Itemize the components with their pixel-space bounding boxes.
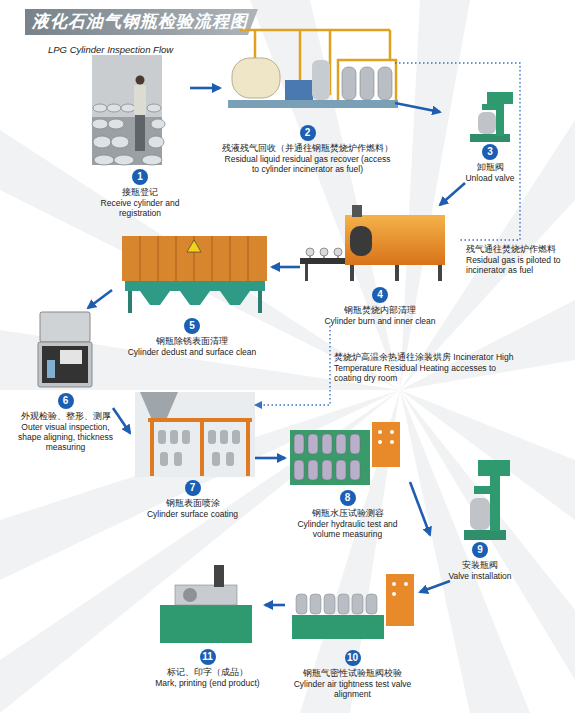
step-number: 10 bbox=[345, 650, 361, 666]
step-label-cn: 钢瓶水压试验测容 bbox=[285, 507, 410, 519]
photo-coating bbox=[135, 392, 255, 477]
heat-flow-line bbox=[395, 63, 520, 240]
step-label-en: Valve installation bbox=[430, 571, 530, 581]
step-number: 7 bbox=[185, 480, 201, 496]
step-label-en: Cylinder hydraulic test and volume measu… bbox=[285, 519, 410, 539]
photo-incinerator bbox=[300, 205, 445, 281]
step-number: 11 bbox=[200, 649, 216, 665]
process-step: 8钢瓶水压试验测容Cylinder hydraulic test and vol… bbox=[285, 420, 410, 539]
process-step: 6外观检验、整形、测厚Outer visual inspection, shap… bbox=[18, 308, 113, 452]
photo-dedust bbox=[122, 236, 267, 313]
title-banner bbox=[25, 9, 258, 35]
step-label-en: Mark, printing (end product) bbox=[150, 678, 265, 688]
process-step: 9安装瓶阀Valve installation bbox=[430, 460, 530, 581]
photo-recover bbox=[228, 30, 398, 108]
step-label-cn: 安装瓶阀 bbox=[430, 559, 530, 571]
step-number: 5 bbox=[184, 318, 200, 334]
step-number: 6 bbox=[58, 393, 74, 409]
step-number: 9 bbox=[472, 542, 488, 558]
photo-inspection-case bbox=[38, 312, 92, 387]
flow-arrow bbox=[255, 457, 285, 460]
step-number: 2 bbox=[300, 125, 316, 141]
process-step: 3卸瓶阀Unload valve bbox=[440, 92, 540, 183]
flow-arrow bbox=[420, 581, 450, 592]
step-number: 1 bbox=[132, 169, 148, 185]
step-label-en: Cylinder dedust and surface clean bbox=[112, 347, 272, 357]
process-step: 2残液残气回收（并通往钢瓶焚烧炉作燃料）Residual liquid resi… bbox=[220, 18, 395, 174]
step-label-cn: 外观检验、整形、测厚 bbox=[18, 410, 113, 422]
step-label-cn: 接瓶登记 bbox=[90, 186, 190, 198]
heat-flow-line bbox=[255, 326, 330, 405]
step-label-en: Cylinder air tightness test valve alignm… bbox=[285, 679, 420, 699]
edge-label: 焚烧炉高温余热通往涂装烘房 Incinerator High Temperatu… bbox=[334, 352, 514, 384]
photo-air-tightness bbox=[292, 574, 414, 639]
step-label-en: Residual liquid residual gas recover (ac… bbox=[220, 154, 395, 174]
flow-arrow bbox=[395, 103, 440, 112]
process-step: 4钢瓶焚烧内部清理Cylinder burn and inner clean bbox=[300, 205, 460, 326]
diagram-title: 液化石油气钢瓶检验流程图 bbox=[32, 10, 248, 33]
photo-marking bbox=[160, 565, 252, 643]
process-step: 10钢瓶气密性试验瓶阀校验Cylinder air tightness test… bbox=[285, 570, 420, 699]
process-step: 5钢瓶除锈表面清理Cylinder dedust and surface cle… bbox=[112, 228, 272, 357]
flow-arrow bbox=[190, 87, 220, 90]
flow-arrow bbox=[410, 482, 430, 535]
process-step: 1接瓶登记Receive cylinder and registration bbox=[90, 55, 190, 218]
flow-arrow bbox=[265, 604, 285, 607]
subtitle: LPG Cylinder Inspection Flow bbox=[48, 44, 173, 55]
flow-arrow bbox=[272, 266, 300, 269]
step-label-en: Outer visual inspection, shape aligning,… bbox=[18, 422, 113, 452]
step-label-en: Receive cylinder and registration bbox=[90, 198, 190, 218]
step-number: 8 bbox=[340, 490, 356, 506]
step-number: 3 bbox=[482, 144, 498, 160]
step-label-cn: 钢瓶除锈表面清理 bbox=[112, 335, 272, 347]
photo-valve-install bbox=[464, 460, 510, 540]
step-label-cn: 钢瓶表面喷涂 bbox=[130, 497, 255, 509]
photo-hydraulic-test bbox=[290, 422, 400, 485]
flow-arrow bbox=[88, 290, 112, 308]
photo-unload-valve bbox=[470, 92, 513, 142]
photo-receive bbox=[92, 55, 165, 165]
step-label-cn: 钢瓶焚烧内部清理 bbox=[300, 304, 460, 316]
step-number: 4 bbox=[372, 287, 388, 303]
step-label-cn: 卸瓶阀 bbox=[440, 161, 540, 173]
step-label-en: Cylinder surface coating bbox=[130, 509, 255, 519]
step-label-en: Cylinder burn and inner clean bbox=[300, 316, 460, 326]
process-step: 11标记、印字（成品）Mark, printing (end product) bbox=[150, 562, 265, 688]
step-label-cn: 标记、印字（成品） bbox=[150, 666, 265, 678]
step-label-en: Unload valve bbox=[440, 173, 540, 183]
step-label-cn: 残液残气回收（并通往钢瓶焚烧炉作燃料） bbox=[220, 142, 395, 154]
process-step: 7钢瓶表面喷涂Cylinder surface coating bbox=[130, 388, 255, 519]
edge-label: 残气通往焚烧炉作燃料 Residual gas is piloted to in… bbox=[466, 244, 562, 276]
step-label-cn: 钢瓶气密性试验瓶阀校验 bbox=[285, 667, 420, 679]
flow-arrow bbox=[113, 408, 130, 433]
flow-arrow bbox=[440, 183, 465, 205]
